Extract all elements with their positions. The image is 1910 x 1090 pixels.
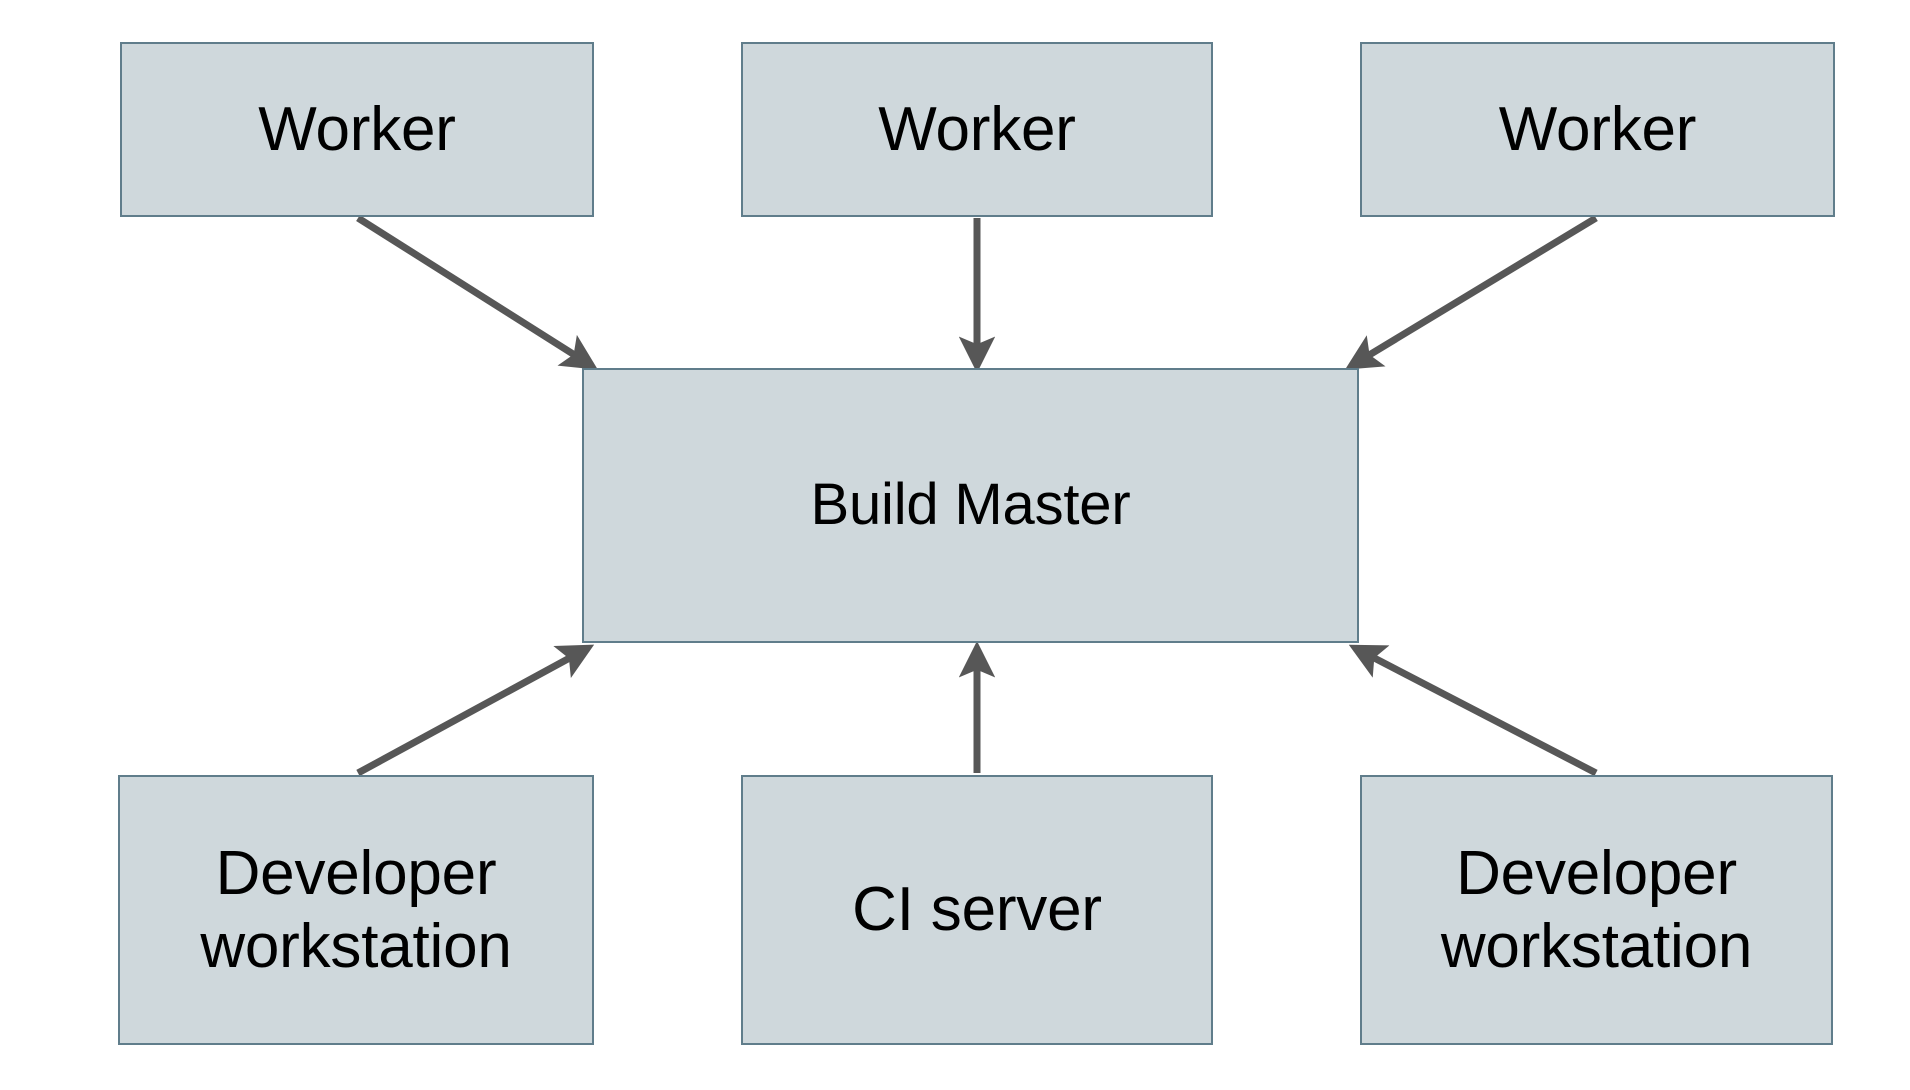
node-label: Worker <box>1498 94 1697 164</box>
node-label: Build Master <box>810 472 1131 538</box>
edge-devright-to-master <box>1348 644 1598 777</box>
edges-group <box>356 215 1598 777</box>
node-label: Worker <box>878 94 1076 164</box>
node-label: Worker <box>258 94 456 164</box>
node-worker-3[interactable]: Worker <box>1360 42 1835 217</box>
edge-devleft-to-master <box>356 644 595 777</box>
node-worker-1[interactable]: Worker <box>120 42 594 217</box>
edge-worker3-to-master <box>1345 215 1598 370</box>
node-developer-workstation-right[interactable]: Developer workstation <box>1360 775 1833 1045</box>
node-label: Developer workstation <box>1440 838 1753 981</box>
node-developer-workstation-left[interactable]: Developer workstation <box>118 775 594 1045</box>
node-ci-server[interactable]: CI server <box>741 775 1213 1045</box>
node-build-master[interactable]: Build Master <box>582 368 1359 643</box>
node-worker-2[interactable]: Worker <box>741 42 1213 217</box>
node-label: CI server <box>852 875 1102 945</box>
edge-worker1-to-master <box>356 215 598 370</box>
node-label: Developer workstation <box>200 838 512 981</box>
